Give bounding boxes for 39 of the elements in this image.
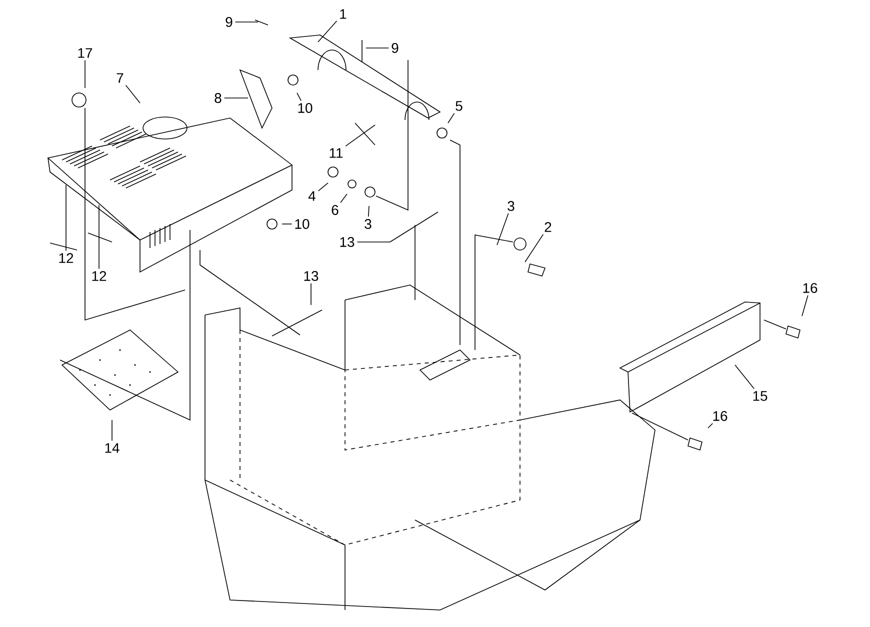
- callout-number: 3: [364, 219, 372, 229]
- leader-line: [524, 234, 544, 262]
- callout-number: 8: [214, 93, 222, 103]
- callout-number: 9: [392, 43, 398, 53]
- callout-number: 4: [308, 191, 316, 201]
- leader-line: [98, 204, 100, 270]
- leader-line: [368, 206, 370, 218]
- callout-number: 1: [340, 9, 346, 19]
- leader-line: [496, 212, 509, 246]
- callout-number: 13: [340, 237, 354, 247]
- leader-line: [448, 112, 455, 124]
- callout-number: 17: [78, 48, 92, 58]
- leader-line: [708, 422, 714, 428]
- leader-line: [125, 84, 140, 104]
- leader-line: [734, 364, 755, 390]
- leader-line: [345, 124, 376, 146]
- callout-number: 11: [330, 148, 343, 158]
- callout-number: 13: [304, 271, 318, 281]
- callout-number: 15: [753, 391, 768, 401]
- leader-line: [296, 92, 302, 102]
- callout-number: 9: [226, 17, 232, 27]
- callout-number: 7: [116, 73, 124, 83]
- callout-number: 12: [59, 253, 74, 263]
- leader-line: [318, 20, 338, 42]
- callout-number: 12: [92, 271, 106, 281]
- callout-number: 16: [713, 411, 728, 421]
- callout-number: 5: [456, 101, 462, 111]
- callout-number: 2: [544, 222, 552, 232]
- leader-line: [310, 282, 312, 306]
- callout-number: 16: [803, 283, 818, 293]
- callout-number: 10: [295, 219, 310, 229]
- leader-line: [84, 60, 86, 88]
- callout-number: 10: [298, 103, 312, 113]
- leader-line: [340, 194, 348, 204]
- leader-line: [802, 294, 808, 316]
- callout-number: 14: [105, 443, 120, 453]
- leader-line: [318, 182, 328, 192]
- callout-number: 6: [332, 205, 338, 215]
- callout-number: 3: [508, 201, 514, 211]
